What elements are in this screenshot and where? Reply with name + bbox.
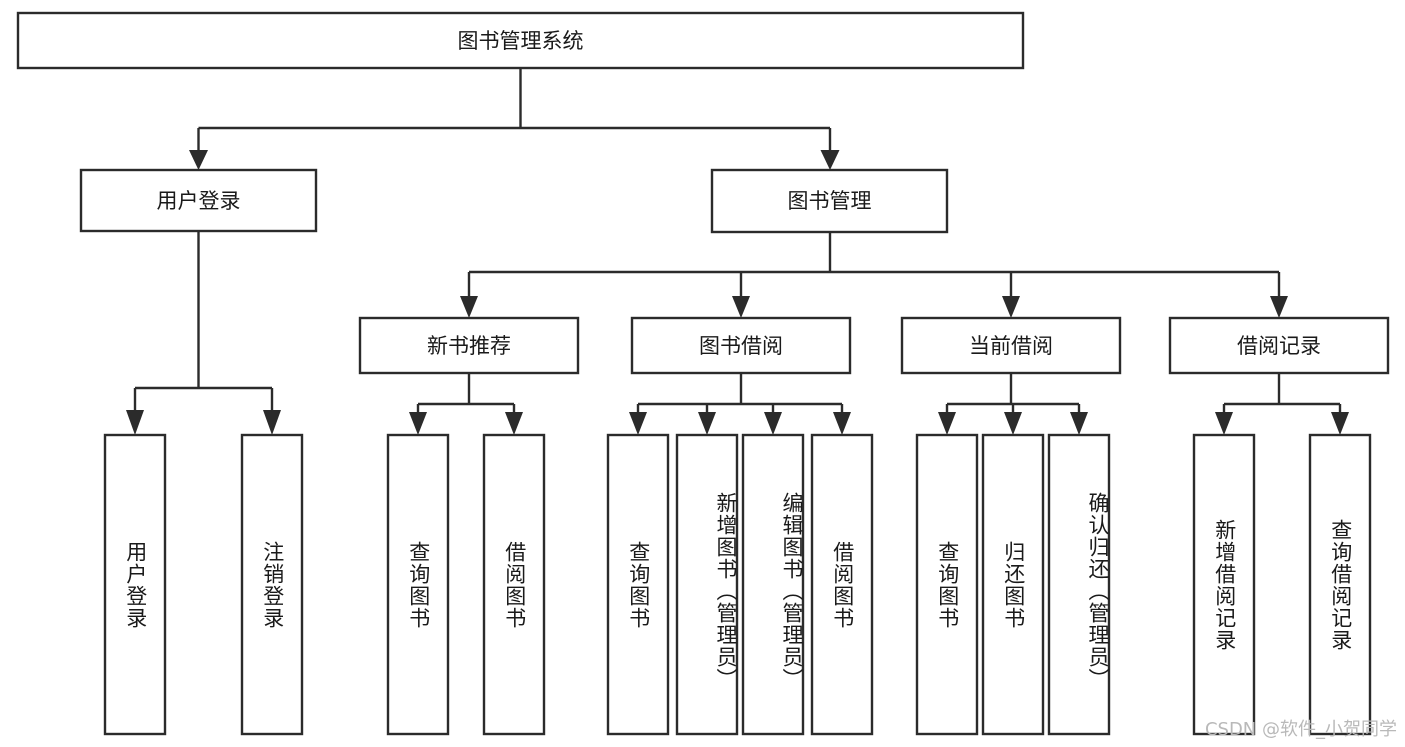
leaf-box-currentborrow-return[interactable]: [981, 433, 1045, 736]
leaf-box-record-query[interactable]: [1308, 433, 1372, 736]
arrow-head-currentborrow-leaf-3: [1070, 412, 1088, 435]
connector-group: [126, 68, 1349, 435]
node-user-login-box[interactable]: [79, 168, 318, 233]
arrow-head-borrowrecord-leaf-2: [1331, 412, 1349, 435]
leaf-box-bookborrow-query[interactable]: [606, 433, 670, 736]
arrow-head-newbook-leaf-1: [409, 412, 427, 435]
arrow-head-currentborrow-leaf-1: [938, 412, 956, 435]
arrow-head-leaf-user-login: [126, 410, 144, 435]
arrow-head-bookborrow-leaf-4: [833, 412, 851, 435]
arrow-head-bookborrow-leaf-2: [698, 412, 716, 435]
node-root-label: 图书管理系统: [458, 29, 584, 53]
node-book-manage-label: 图书管理: [788, 189, 872, 213]
leaf-box-logout[interactable]: [240, 433, 304, 736]
leaf-box-record-add[interactable]: [1192, 433, 1256, 736]
arrow-head-book-manage: [820, 150, 840, 170]
leaf-box-currentborrow-query[interactable]: [915, 433, 979, 736]
csdn-watermark: CSDN @软件_小贺同学: [1204, 719, 1397, 740]
leaf-box-bookborrow-add[interactable]: [675, 433, 739, 736]
arrow-head-currentborrow-leaf-2: [1004, 412, 1022, 435]
arrow-head-user-login: [189, 150, 208, 170]
node-group: 图书管理系统 用户登录 图书管理 新书推荐 图书借阅 当前借阅 借阅记录: [16, 11, 1390, 736]
arrow-head-bookborrow-leaf-1: [629, 412, 647, 435]
arrow-head-borrow-record: [1270, 296, 1288, 318]
leaf-box-bookborrow-lend[interactable]: [810, 433, 874, 736]
arrow-head-current-borrow: [1002, 296, 1020, 318]
node-book-manage-box[interactable]: [710, 168, 949, 234]
node-current-borrow-box[interactable]: [900, 316, 1122, 375]
node-borrow-record-box[interactable]: [1168, 316, 1390, 375]
node-book-borrow-label: 图书借阅: [699, 334, 783, 358]
leaf-box-newbook-query[interactable]: [386, 433, 450, 736]
node-new-book-label: 新书推荐: [427, 334, 511, 358]
node-current-borrow-label: 当前借阅: [969, 334, 1053, 358]
arrow-head-leaf-logout: [263, 410, 281, 435]
arrow-head-bookborrow-leaf-3: [764, 412, 782, 435]
arrow-head-book-borrow: [732, 296, 750, 318]
arrow-head-borrowrecord-leaf-1: [1215, 412, 1233, 435]
arrow-head-newbook-leaf-2: [505, 412, 523, 435]
leaf-box-currentborrow-confirm[interactable]: [1047, 433, 1111, 736]
node-book-borrow-box[interactable]: [630, 316, 852, 375]
node-user-login-label: 用户登录: [157, 189, 241, 213]
node-new-book-box[interactable]: [358, 316, 580, 375]
leaf-box-newbook-borrow[interactable]: [482, 433, 546, 736]
node-root-box[interactable]: [16, 11, 1025, 70]
arrow-head-new-book: [460, 296, 478, 318]
node-borrow-record-label: 借阅记录: [1237, 334, 1321, 358]
leaf-box-bookborrow-edit[interactable]: [741, 433, 805, 736]
leaf-box-user-login[interactable]: [103, 433, 167, 736]
